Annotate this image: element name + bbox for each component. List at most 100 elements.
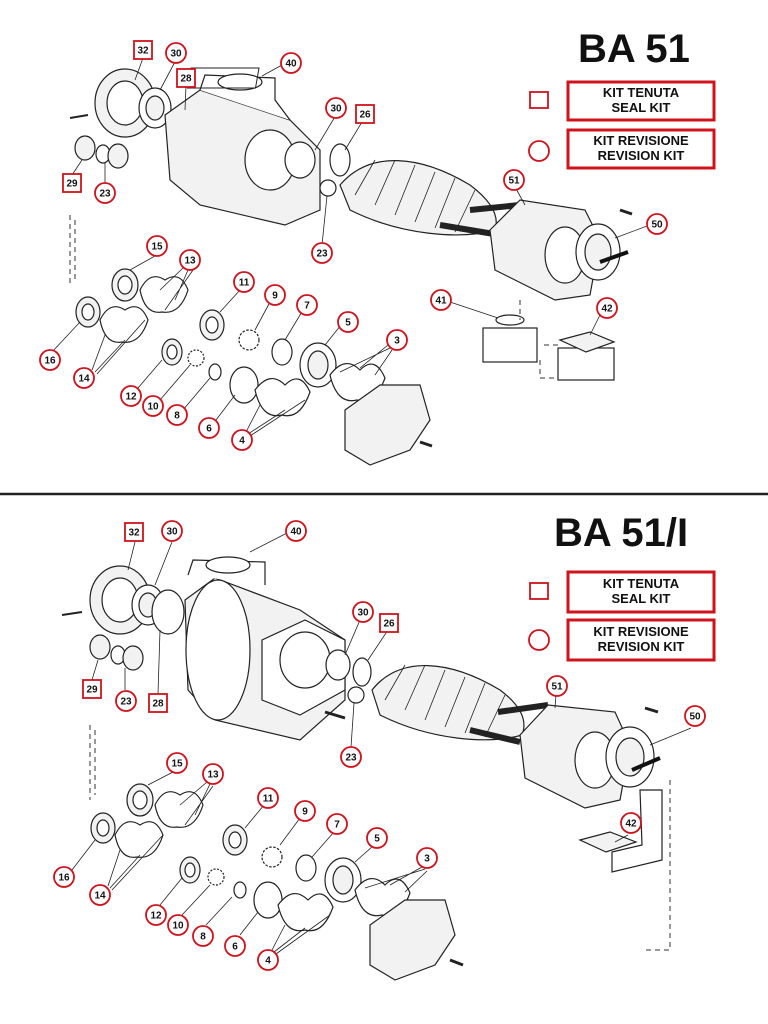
callout-circle — [202, 763, 224, 785]
callout-circle — [231, 429, 253, 451]
callout-number: 28 — [152, 699, 164, 710]
callout-8: 8 — [192, 925, 214, 947]
kit-label-line: KIT TENUTA — [603, 85, 680, 100]
callout-number: 32 — [128, 528, 140, 539]
callout-number: 41 — [435, 296, 447, 307]
callout-circle — [145, 904, 167, 926]
seal-kit-box — [566, 80, 716, 122]
callout-23: 23 — [311, 242, 333, 264]
callout-number: 30 — [170, 49, 182, 60]
callout-circle — [165, 42, 187, 64]
callout-30: 30 — [325, 97, 347, 119]
callout-circle — [198, 417, 220, 439]
callout-12: 12 — [145, 904, 167, 926]
callout-circle — [325, 97, 347, 119]
parts-drawing — [69, 67, 633, 466]
callout-number: 28 — [180, 74, 192, 85]
callout-square — [355, 104, 375, 124]
callout-circle — [280, 52, 302, 74]
callout-16: 16 — [53, 866, 75, 888]
callout-40: 40 — [285, 520, 307, 542]
screw-rotor-part — [339, 160, 497, 236]
callout-number: 15 — [171, 759, 183, 770]
callout-4: 4 — [257, 949, 279, 971]
callout-number: 9 — [272, 291, 278, 302]
callout-circle — [142, 395, 164, 417]
callout-3: 3 — [386, 329, 408, 351]
callout-29: 29 — [62, 173, 82, 193]
callout-number: 30 — [357, 608, 369, 619]
screw-rotor-part — [371, 665, 525, 741]
callout-30: 30 — [165, 42, 187, 64]
callout-number: 30 — [330, 104, 342, 115]
callout-number: 26 — [359, 110, 371, 121]
callout-number: 8 — [200, 932, 206, 943]
revision-kit-circle-icon — [528, 140, 550, 162]
callout-number: 51 — [551, 682, 563, 693]
callout-circle — [366, 827, 388, 849]
port-block-part — [557, 347, 615, 381]
port-flange-part — [578, 831, 638, 853]
callout-12: 12 — [120, 385, 142, 407]
callout-number: 13 — [207, 770, 219, 781]
callout-50: 50 — [646, 213, 668, 235]
callout-circle — [94, 182, 116, 204]
port-block-part — [482, 327, 538, 363]
diagram-title: BA 51 — [578, 27, 690, 71]
kit-label-line: SEAL KIT — [612, 100, 671, 115]
callout-circle — [224, 935, 246, 957]
pipe-part — [611, 789, 663, 873]
callout-6: 6 — [224, 935, 246, 957]
callout-circle — [596, 297, 618, 319]
gasket-set-part — [277, 893, 334, 932]
callout-number: 6 — [232, 942, 238, 953]
callout-square — [124, 522, 144, 542]
callout-number: 23 — [345, 753, 357, 764]
callout-number: 32 — [137, 46, 149, 57]
callout-14: 14 — [73, 367, 95, 389]
callout-13: 13 — [202, 763, 224, 785]
callout-number: 7 — [334, 820, 340, 831]
callout-number: 4 — [239, 436, 245, 447]
callout-circle — [257, 787, 279, 809]
callout-number: 8 — [174, 411, 180, 422]
seal-kit-square-icon — [529, 91, 549, 109]
callout-29: 29 — [82, 679, 102, 699]
callout-number: 7 — [304, 301, 310, 312]
callout-circle — [166, 404, 188, 426]
callout-41: 41 — [430, 289, 452, 311]
callout-circle — [192, 925, 214, 947]
callout-square — [133, 40, 153, 60]
callout-51: 51 — [546, 675, 568, 697]
callout-circle — [161, 520, 183, 542]
callout-circle — [311, 242, 333, 264]
callout-circle — [257, 949, 279, 971]
callout-11: 11 — [233, 271, 255, 293]
callout-number: 5 — [374, 834, 380, 845]
callout-circle — [340, 746, 362, 768]
callout-26: 26 — [355, 104, 375, 124]
callout-circle — [646, 213, 668, 235]
callout-40: 40 — [280, 52, 302, 74]
callout-number: 14 — [94, 891, 106, 902]
kit-label-line: REVISION KIT — [598, 639, 685, 654]
callout-number: 10 — [147, 402, 159, 413]
callout-number: 10 — [172, 921, 184, 932]
bearing-part — [74, 135, 96, 161]
callout-number: 15 — [151, 242, 163, 253]
callout-32: 32 — [133, 40, 153, 60]
callout-circle — [337, 311, 359, 333]
gear-cover-part — [344, 384, 431, 466]
callout-square — [62, 173, 82, 193]
callout-6: 6 — [198, 417, 220, 439]
callout-number: 6 — [206, 424, 212, 435]
callout-circle — [684, 705, 706, 727]
callout-28: 28 — [176, 68, 196, 88]
callout-11: 11 — [257, 787, 279, 809]
